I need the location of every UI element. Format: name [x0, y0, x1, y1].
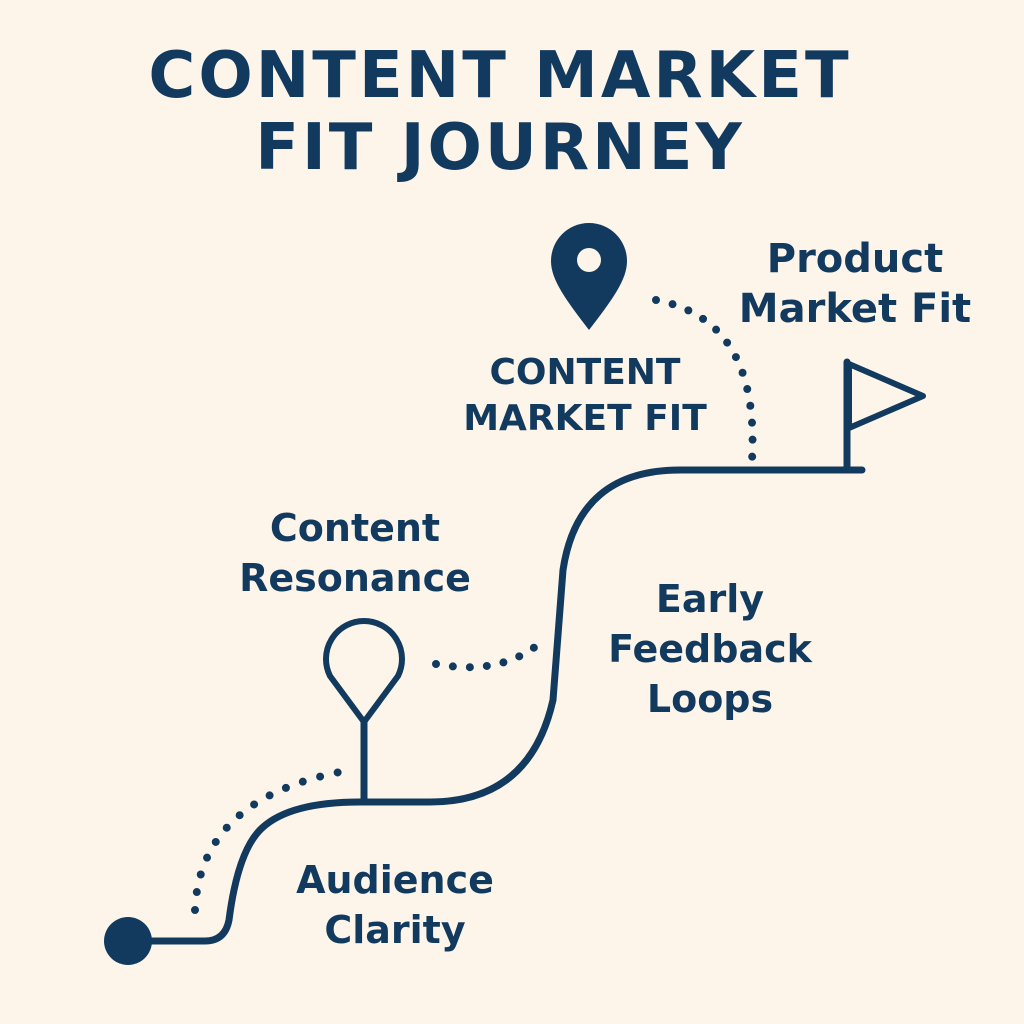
milestone-early-feedback-loops: Early Feedback Loops [585, 574, 835, 724]
title-line-2: FIT JOURNEY [255, 111, 745, 185]
page-title: CONTENT MARKET FIT JOURNEY [0, 40, 1000, 184]
milestone-label: Early [655, 577, 765, 621]
milestone-label: CONTENT [489, 352, 681, 393]
start-dot-icon [104, 917, 152, 965]
milestone-label: Feedback [608, 627, 812, 671]
milestone-content-market-fit: CONTENT MARKET FIT [445, 350, 725, 442]
milestone-label: Loops [646, 677, 774, 721]
milestone-label: Resonance [239, 556, 471, 600]
milestone-content-resonance: Content Resonance [220, 503, 490, 603]
milestone-label: Market Fit [738, 286, 972, 332]
milestone-label: Audience [296, 858, 494, 902]
milestone-product-market-fit: Product Market Fit [730, 234, 980, 334]
journey-path [124, 466, 866, 945]
dotted-connector-resonance [432, 639, 544, 672]
balloon-marker-icon [323, 618, 405, 806]
location-pin-icon [551, 223, 627, 330]
milestone-audience-clarity: Audience Clarity [270, 855, 520, 955]
title-line-1: CONTENT MARKET [148, 39, 852, 113]
milestone-label: Product [766, 236, 944, 282]
milestone-label: MARKET FIT [463, 398, 707, 439]
flag-icon [843, 358, 926, 474]
milestone-label: Clarity [324, 908, 466, 952]
milestone-label: Content [269, 506, 441, 550]
